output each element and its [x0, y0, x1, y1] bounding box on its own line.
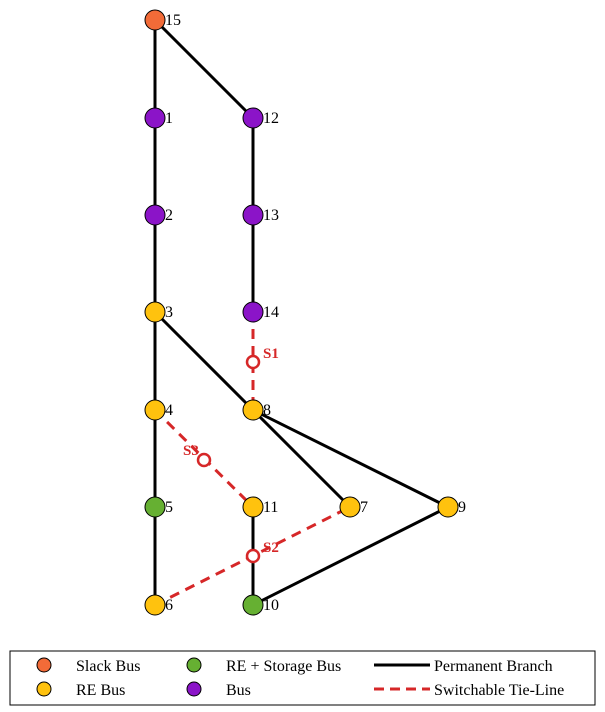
bus-13-label: 13 [263, 207, 279, 224]
bus-8-node[interactable] [242, 399, 264, 421]
legend-label-permanent: Permanent Branch [434, 658, 553, 675]
bus-1-node[interactable] [144, 107, 166, 129]
bus-12-label: 12 [263, 110, 279, 127]
legend-marker-bus [186, 681, 202, 697]
bus-15-label: 15 [165, 12, 181, 29]
bus-13-node[interactable] [242, 204, 264, 226]
bus-4-label: 4 [165, 402, 173, 419]
legend-marker-storage [186, 657, 202, 673]
legend-label-re: RE Bus [76, 682, 125, 699]
legend: Slack Bus RE Bus RE + Storage Bus Bus Pe… [9, 650, 596, 706]
bus-9-node[interactable] [437, 496, 459, 518]
bus-14-label: 14 [263, 304, 279, 321]
legend-marker-re [36, 681, 52, 697]
branches-layer [153, 18, 449, 607]
bus-15-node[interactable] [144, 9, 166, 31]
bus-10-label: 10 [263, 597, 279, 614]
legend-box [9, 650, 596, 706]
bus-6-label: 6 [165, 597, 173, 614]
bus-12-node[interactable] [242, 107, 264, 129]
bus-14-node[interactable] [242, 301, 264, 323]
bus-7-label: 7 [360, 499, 368, 516]
legend-marker-slack [36, 657, 52, 673]
permanent-branch-8-7 [251, 408, 352, 509]
switch-s3-icon[interactable] [196, 452, 212, 468]
bus-3-label: 3 [165, 304, 173, 321]
bus-5-node[interactable] [144, 496, 166, 518]
permanent-branch-9-10 [252, 505, 449, 607]
legend-label-storage: RE + Storage Bus [226, 658, 341, 675]
switch-s2-icon[interactable] [245, 548, 261, 564]
bus-10-node[interactable] [242, 594, 264, 616]
bus-11-node[interactable] [242, 496, 264, 518]
bus-6-node[interactable] [144, 594, 166, 616]
switch-label-s3: S3 [183, 443, 199, 459]
bus-3-node[interactable] [144, 301, 166, 323]
legend-label-bus: Bus [226, 682, 251, 699]
permanent-branch-15-12 [153, 18, 255, 120]
permanent-branch-8-9 [252, 408, 449, 509]
switch-s1-icon[interactable] [245, 354, 261, 370]
legend-label-slack: Slack Bus [76, 658, 140, 675]
bus-4-node[interactable] [144, 399, 166, 421]
bus-8-label: 8 [263, 402, 271, 419]
bus-2-node[interactable] [144, 204, 166, 226]
legend-label-switchable: Switchable Tie-Line [434, 682, 564, 699]
permanent-branch-3-8 [153, 310, 255, 412]
bus-1-label: 1 [165, 110, 173, 127]
switch-label-s1: S1 [263, 346, 279, 362]
bus-2-label: 2 [165, 207, 173, 224]
switch-label-s2: S2 [263, 540, 279, 556]
bus-7-node[interactable] [339, 496, 361, 518]
bus-5-label: 5 [165, 499, 173, 516]
bus-11-label: 11 [263, 499, 278, 516]
bus-9-label: 9 [458, 499, 466, 516]
